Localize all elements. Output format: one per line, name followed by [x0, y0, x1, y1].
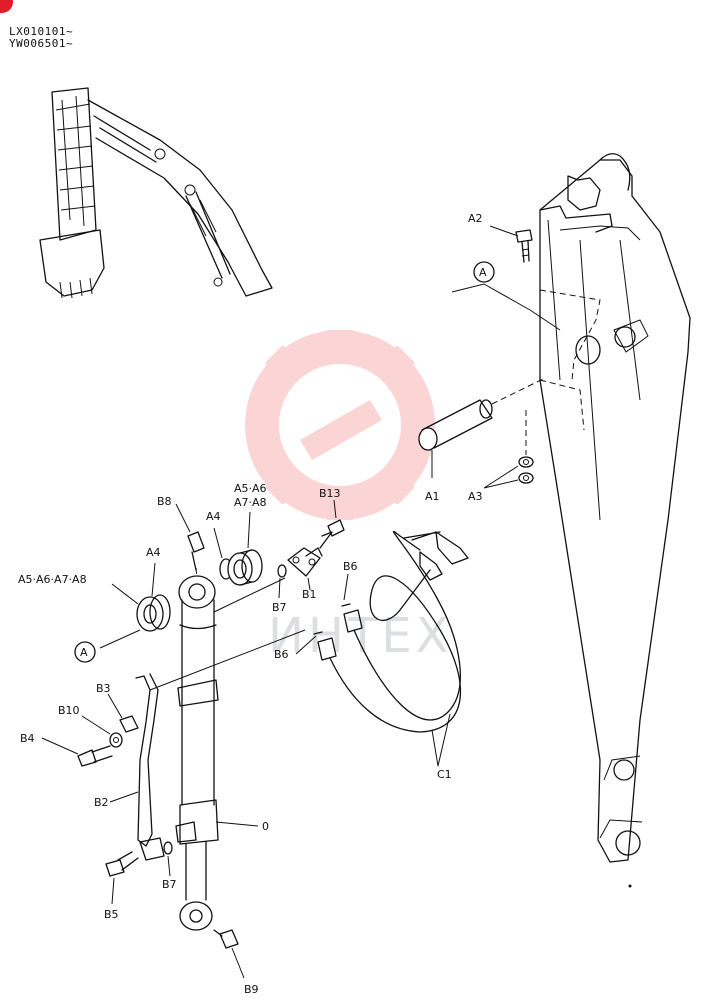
callout-a3: A3: [468, 490, 483, 503]
bushing-a5-a8-top: [227, 511, 263, 586]
callout-b4: B4: [20, 732, 35, 745]
cylinder-leaders: [149, 577, 306, 691]
reference-a-top-leaders: [451, 283, 561, 331]
bolt-b5: [105, 851, 139, 905]
nuts-a3: [483, 410, 534, 489]
callout-a4-top: A4: [206, 510, 221, 523]
reference-a-left-leader: [99, 629, 141, 649]
clamp-b3: [107, 693, 139, 733]
adapter-b6-bottom: [295, 631, 337, 661]
bolt-a2: [489, 225, 533, 263]
callout-b5: B5: [104, 908, 119, 921]
o-ring-b7-top: [277, 564, 287, 599]
callout-a5-a8: A5·A6·A7·A8: [18, 573, 87, 586]
callout-a4: A4: [146, 546, 161, 559]
callout-b9: B9: [244, 983, 259, 996]
excavator-overview-illustration: [39, 87, 273, 299]
callout-ref-a-left: A: [80, 646, 88, 659]
bolt-b13: [319, 499, 345, 549]
callout-b10: B10: [58, 704, 80, 717]
grease-fitting-b8: [175, 503, 205, 579]
callout-a2: A2: [468, 212, 483, 225]
serial-range-1: LX010101~: [9, 25, 74, 38]
callout-b3: B3: [96, 682, 111, 695]
flange-b1: [287, 547, 323, 591]
cylinder-callout-leader: [215, 821, 259, 827]
serial-range-2: YW006501~: [9, 37, 74, 50]
callout-b6-top: B6: [343, 560, 358, 573]
reference-a-top-circle: [473, 261, 495, 283]
grease-fitting-b9: [213, 929, 245, 979]
bushing-a5-a8-left: [111, 583, 171, 632]
callout-b2: B2: [94, 796, 109, 809]
hoses-c1: [329, 530, 469, 767]
corner-marker: [0, 0, 13, 13]
callout-ref-a-top: A: [479, 266, 487, 279]
adapter-b6-top: [341, 573, 363, 633]
pin-a1: [418, 377, 546, 478]
o-ring-b7-bottom: [163, 841, 173, 877]
callout-b7-top: B7: [272, 601, 287, 614]
washer-a4-left: [151, 562, 156, 597]
watermark-gear-logo: [245, 330, 435, 520]
boom-structure: [539, 153, 691, 888]
reference-a-left-circle: [74, 641, 96, 663]
callout-c1: C1: [437, 768, 452, 781]
callout-a5-a6-top: A5·A6: [234, 482, 267, 495]
callout-b1: B1: [302, 588, 317, 601]
callout-a1: A1: [425, 490, 440, 503]
bolt-b4: [41, 737, 113, 767]
callout-b6-bottom: B6: [274, 648, 289, 661]
watermark-text: ИНТЕХ: [268, 608, 453, 664]
callout-b8: B8: [157, 495, 172, 508]
callout-b13: B13: [319, 487, 341, 500]
callout-cylinder-zero: 0: [262, 820, 269, 833]
callout-b7-bottom: B7: [162, 878, 177, 891]
washer-b10: [81, 715, 123, 748]
boom-cylinder-assembly: [175, 575, 219, 931]
callout-a7-a8-top: A7·A8: [234, 496, 267, 509]
pipe-b2: [109, 673, 165, 861]
